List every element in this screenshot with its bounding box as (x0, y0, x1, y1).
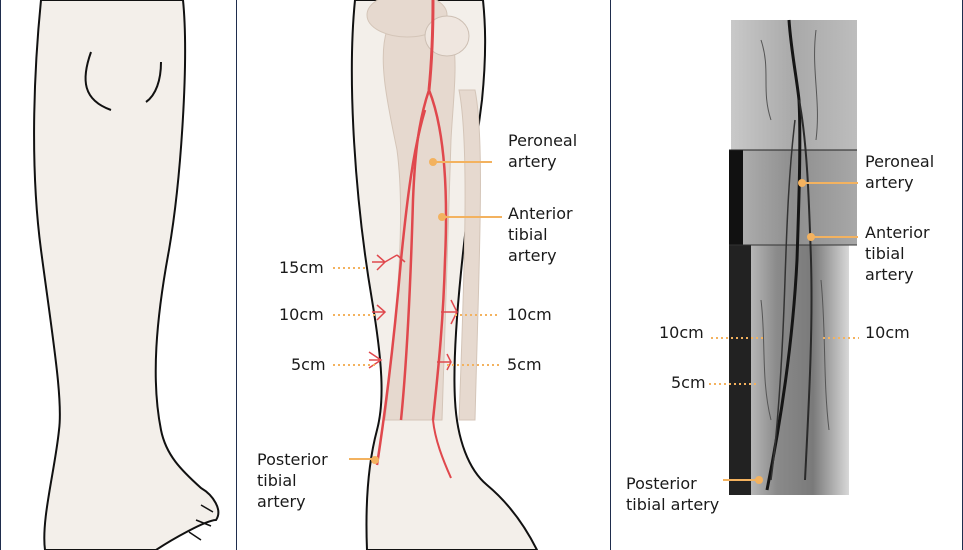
xray-dark-strip-2 (729, 245, 751, 495)
xr-label-right-10cm: 10cm (865, 322, 910, 343)
label-left-10cm: 10cm (279, 304, 324, 325)
xr-anterior-dot (807, 233, 815, 241)
leg-outline-drawing (1, 0, 237, 550)
label-right-10cm: 10cm (507, 304, 552, 325)
panel-leg-outline (0, 0, 237, 550)
xr-label-left-10cm: 10cm (659, 322, 704, 343)
label-right-5cm: 5cm (507, 354, 542, 375)
xr-label-left-5cm: 5cm (671, 372, 706, 393)
label-left-15cm: 15cm (279, 257, 324, 278)
anterior-dot (438, 213, 446, 221)
xr-peroneal-dot (798, 179, 806, 187)
xray-mid-segment (729, 150, 857, 245)
leg-silhouette (34, 0, 218, 550)
peroneal-dot (429, 158, 437, 166)
posterior-dot (371, 456, 379, 464)
label-left-5cm: 5cm (291, 354, 326, 375)
xr-posterior-dot (755, 476, 763, 484)
